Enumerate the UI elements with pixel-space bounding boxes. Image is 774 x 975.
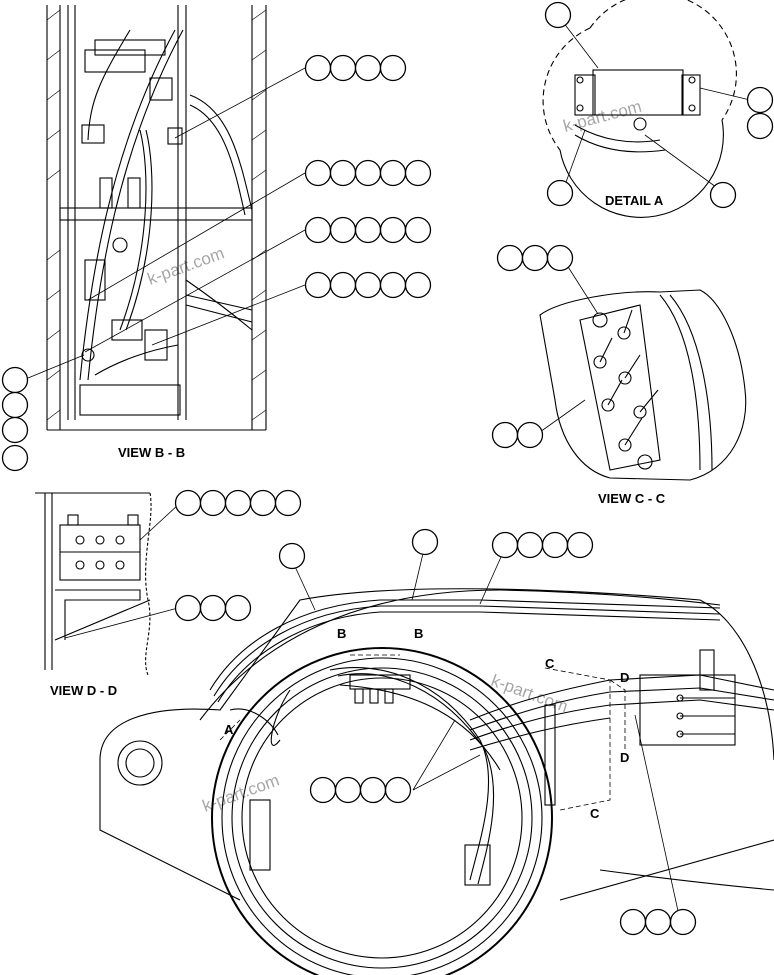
callout-detail-a-bottom [709,181,737,209]
section-mark-a: A [224,722,234,737]
section-mark-b-right: B [414,626,423,641]
view-dd-drawing [35,492,179,676]
view-bb-drawing [27,5,306,431]
callout-group-bb-4 [304,271,432,299]
callout-group-bb-2 [304,159,432,187]
view-cc-label: VIEW C - C [598,491,666,506]
view-cc-drawing [539,261,747,481]
callout-detail-a-right-1 [746,86,774,114]
section-mark-d-bottom: D [620,750,629,765]
callout-detail-a-left [546,179,574,207]
callout-group-bb-3 [304,216,432,244]
section-mark-d-top: D [620,670,629,685]
callout-bubbles [1,1,774,936]
main-view-drawing [99,544,774,975]
section-mark-c-bottom: C [590,806,600,821]
callout-main-1 [278,542,306,570]
watermark-3: k-part.com [489,671,571,716]
view-bb-label: VIEW B - B [118,445,185,460]
callout-group-dd-top [174,489,302,517]
detail-a-label: DETAIL A [605,193,664,208]
callout-group-bb-1 [304,54,407,82]
detail-a-drawing [542,0,751,218]
view-dd-label: VIEW D - D [50,683,117,698]
callout-group-cc-top [496,244,574,272]
callout-group-main-3 [491,531,594,559]
callout-detail-a-top [544,1,572,29]
callout-group-main-4 [309,776,412,804]
watermark-2: k-part.com [561,97,643,136]
callout-group-dd-mid [174,594,252,622]
callout-group-main-5 [619,908,697,936]
callout-main-2 [411,528,439,556]
section-mark-c-top: C [545,656,555,671]
section-mark-b-left: B [337,626,346,641]
callout-detail-a-right-2 [746,112,774,140]
callout-group-cc-left [491,421,544,449]
callout-group-bb-left [1,366,29,472]
